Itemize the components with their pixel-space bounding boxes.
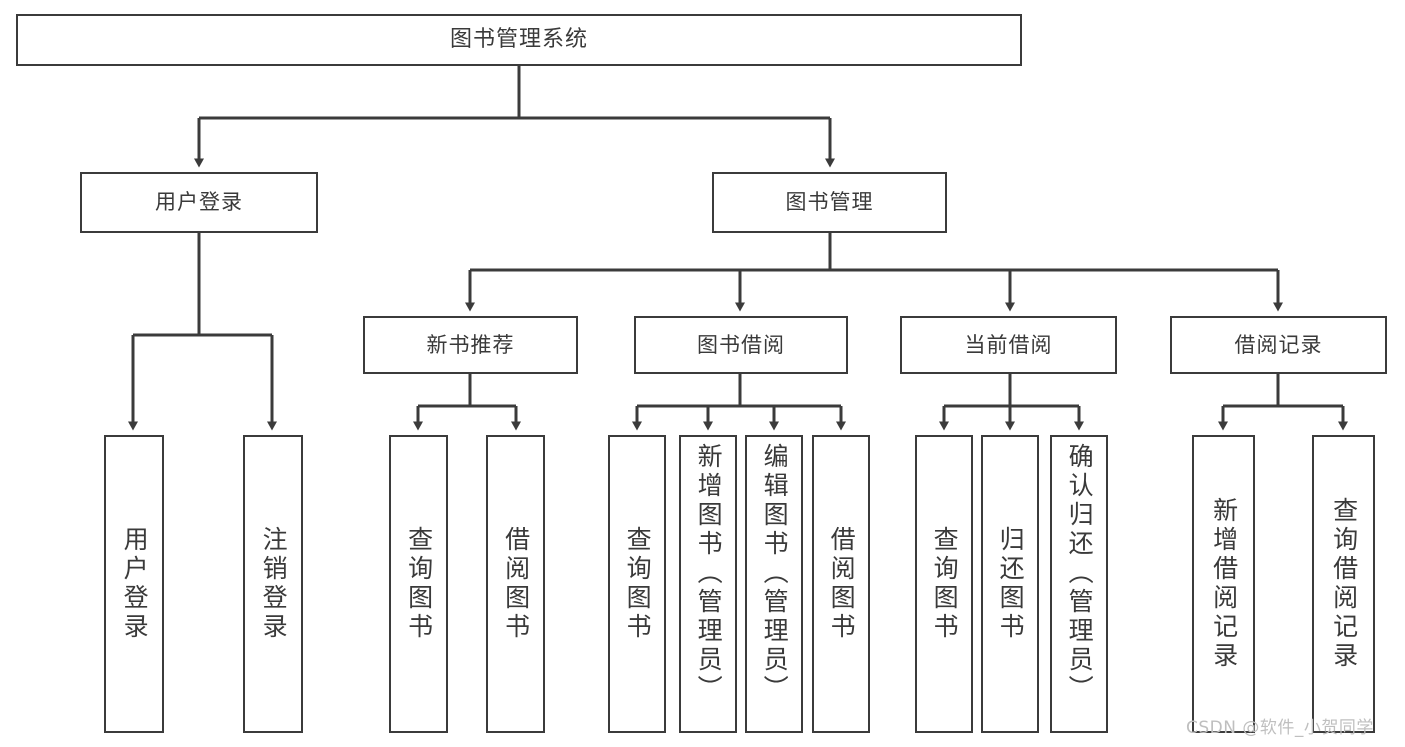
leaf-confirm-return-admin-label: 确认归还（管理员） xyxy=(1065,443,1095,704)
leaf-add-book-admin-label: 新增图书（管理员） xyxy=(694,443,724,704)
leaf-query-book-recommend: 查询图书 xyxy=(389,435,448,733)
node-borrow-record: 借阅记录 xyxy=(1170,316,1387,374)
leaf-query-book-current: 查询图书 xyxy=(915,435,973,733)
node-current-borrow-label: 当前借阅 xyxy=(964,332,1053,357)
leaf-edit-book-admin: 编辑图书（管理员） xyxy=(745,435,803,733)
leaf-query-borrow-record: 查询借阅记录 xyxy=(1312,435,1375,733)
node-root-label: 图书管理系统 xyxy=(449,27,588,53)
node-book-borrow-label: 图书借阅 xyxy=(697,332,785,357)
leaf-query-borrow-record-label: 查询借阅记录 xyxy=(1329,497,1359,671)
leaf-user-login: 用户登录 xyxy=(104,435,164,733)
leaf-borrow-book-recommend-label: 借阅图书 xyxy=(501,526,531,642)
node-book-borrow: 图书借阅 xyxy=(634,316,848,374)
leaf-logout: 注销登录 xyxy=(243,435,303,733)
leaf-logout-label: 注销登录 xyxy=(259,526,289,642)
node-new-book-recommend: 新书推荐 xyxy=(363,316,578,374)
leaf-edit-book-admin-label: 编辑图书（管理员） xyxy=(760,443,790,704)
node-book-management-label: 图书管理 xyxy=(785,190,874,215)
node-new-book-recommend-label: 新书推荐 xyxy=(426,332,515,357)
leaf-confirm-return-admin: 确认归还（管理员） xyxy=(1050,435,1108,733)
leaf-borrow-book-recommend: 借阅图书 xyxy=(486,435,545,733)
leaf-user-login-label: 用户登录 xyxy=(120,526,150,642)
leaf-return-book: 归还图书 xyxy=(981,435,1039,733)
node-borrow-record-label: 借阅记录 xyxy=(1234,332,1323,357)
leaf-query-book-borrow: 查询图书 xyxy=(608,435,666,733)
leaf-query-book-current-label: 查询图书 xyxy=(930,526,960,642)
watermark: CSDN @软件_小贺同学 xyxy=(1186,718,1374,738)
node-current-borrow: 当前借阅 xyxy=(900,316,1117,374)
leaf-query-book-borrow-label: 查询图书 xyxy=(623,526,653,642)
node-user-login: 用户登录 xyxy=(80,172,318,233)
leaf-return-book-label: 归还图书 xyxy=(996,526,1026,642)
leaf-add-book-admin: 新增图书（管理员） xyxy=(679,435,737,733)
leaf-query-book-recommend-label: 查询图书 xyxy=(404,526,434,642)
leaf-add-borrow-record: 新增借阅记录 xyxy=(1192,435,1255,733)
node-root: 图书管理系统 xyxy=(16,14,1022,66)
leaf-add-borrow-record-label: 新增借阅记录 xyxy=(1209,497,1239,671)
node-book-management: 图书管理 xyxy=(712,172,947,233)
leaf-borrow-book-label: 借阅图书 xyxy=(827,526,857,642)
leaf-borrow-book: 借阅图书 xyxy=(812,435,870,733)
node-user-login-label: 用户登录 xyxy=(155,190,243,215)
